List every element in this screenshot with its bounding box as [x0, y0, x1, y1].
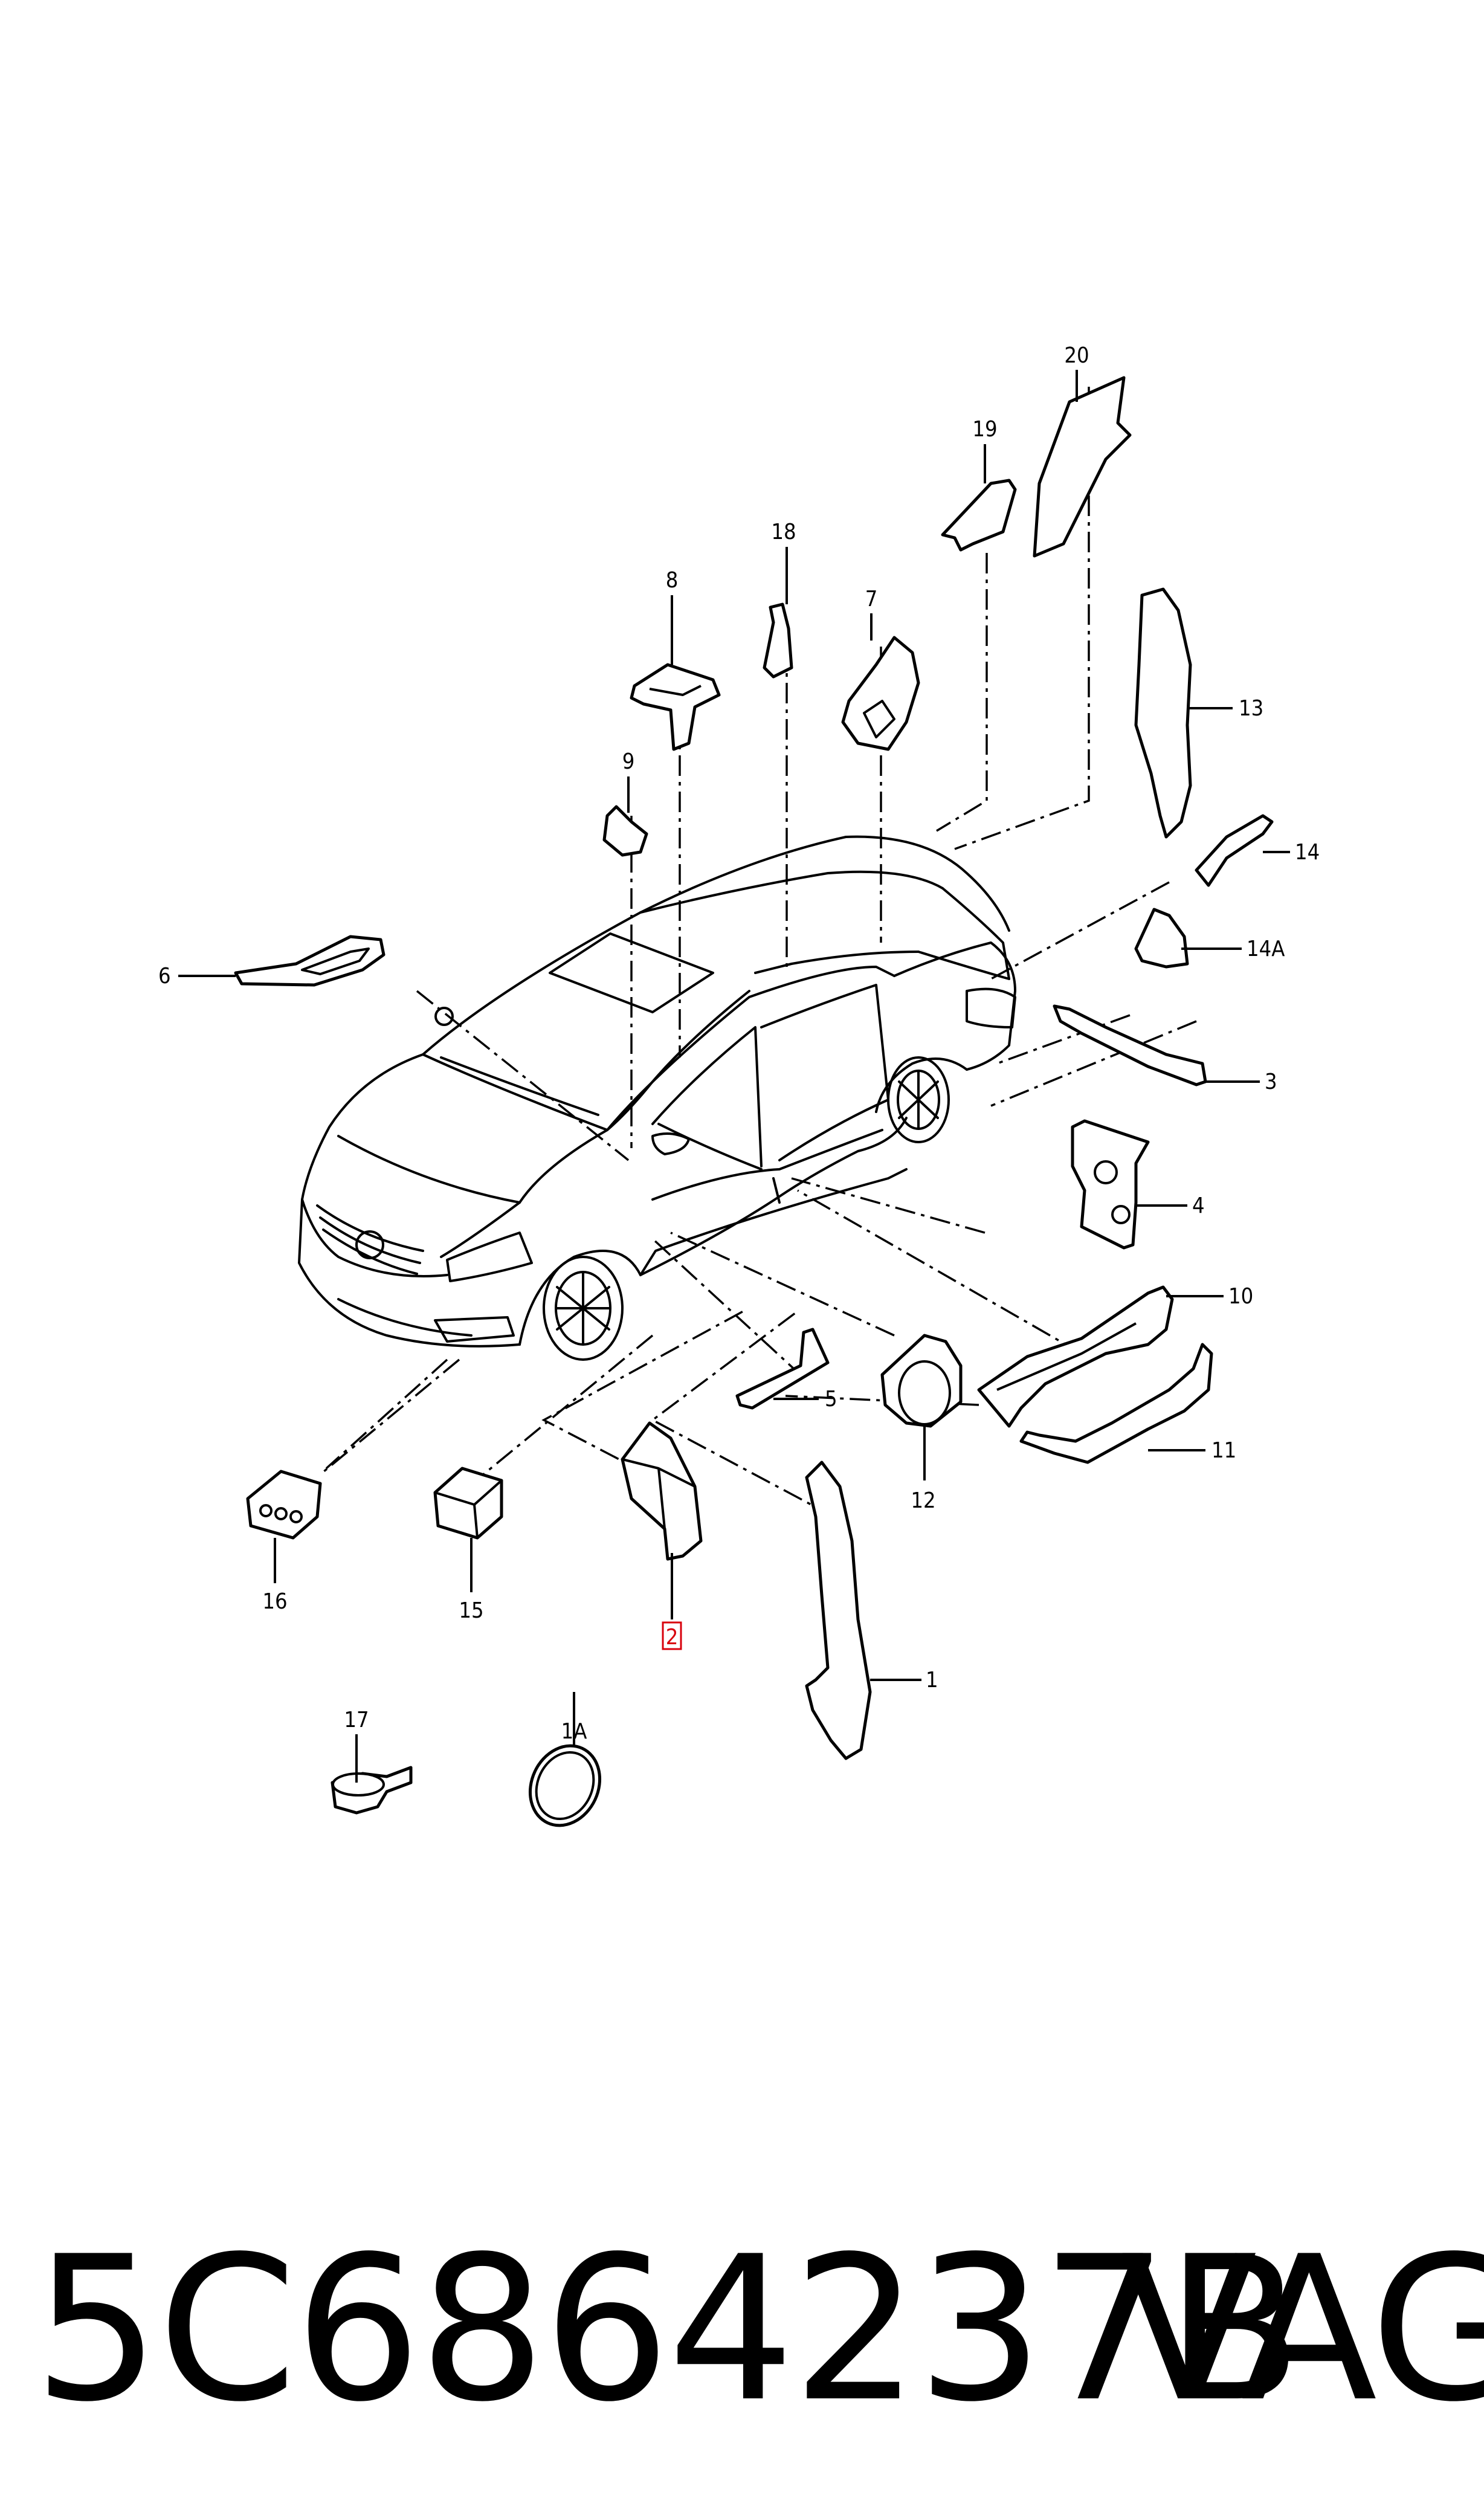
part-18[interactable]	[763, 602, 793, 679]
part-5[interactable]	[735, 1328, 830, 1410]
callout-2-highlight-box	[662, 1621, 682, 1650]
callout-17[interactable]: 17	[344, 1708, 369, 1732]
leader-lines	[178, 370, 1290, 1783]
part-17[interactable]	[331, 1766, 413, 1815]
callout-14[interactable]: 14	[1295, 840, 1320, 865]
car-illustration	[298, 835, 1016, 1361]
part-4[interactable]	[1071, 1119, 1150, 1250]
part-8[interactable]	[630, 663, 721, 751]
part-13[interactable]	[1134, 587, 1192, 839]
part-16[interactable]	[246, 1470, 322, 1540]
callout-19[interactable]: 19	[972, 417, 997, 442]
callout-14A[interactable]: 14A	[1247, 937, 1285, 961]
callout-7[interactable]: 7	[865, 587, 878, 612]
callout-3[interactable]: 3	[1265, 1070, 1277, 1094]
callout-labels: 20 19 18 8 7 9 13 14 14A 6 3 4 10 5 11 1…	[158, 343, 1320, 1744]
callout-11[interactable]: 11	[1211, 1438, 1236, 1463]
callout-15[interactable]: 15	[459, 1598, 483, 1623]
brand-caption: VAG	[1121, 2213, 1484, 2445]
part-14A[interactable]	[1134, 908, 1189, 969]
callout-16[interactable]: 16	[262, 1589, 287, 1614]
part-15[interactable]	[433, 1467, 503, 1540]
callout-10[interactable]: 10	[1228, 1284, 1253, 1309]
part-1[interactable]	[805, 1461, 872, 1760]
part-19[interactable]	[941, 479, 1017, 552]
callout-1[interactable]: 1	[926, 1668, 938, 1693]
part-20[interactable]	[1033, 376, 1132, 558]
part-9[interactable]	[602, 805, 648, 857]
part-11[interactable]	[1019, 1343, 1213, 1464]
callout-1A[interactable]: 1A	[561, 1719, 587, 1744]
callout-20[interactable]: 20	[1064, 343, 1089, 368]
part-3[interactable]	[1053, 1004, 1207, 1086]
callout-13[interactable]: 13	[1239, 696, 1263, 721]
part-12[interactable]	[880, 1334, 963, 1428]
callout-4[interactable]: 4	[1192, 1193, 1205, 1218]
part-10[interactable]	[977, 1285, 1174, 1428]
callout-18[interactable]: 18	[771, 520, 796, 544]
callout-2[interactable]: 2	[666, 1625, 679, 1650]
part-2[interactable]	[621, 1421, 703, 1561]
callout-12[interactable]: 12	[911, 1488, 935, 1513]
callout-6[interactable]: 6	[158, 964, 171, 989]
callout-5[interactable]: 5	[825, 1387, 837, 1412]
part-1A[interactable]	[517, 1734, 612, 1837]
part-number-caption: 5C6864237B	[33, 2213, 1302, 2445]
part-7[interactable]	[841, 636, 920, 751]
callout-9[interactable]: 9	[622, 749, 635, 774]
part-14[interactable]	[1195, 814, 1274, 887]
assembly-lines	[319, 387, 1197, 1518]
part-6[interactable]	[234, 935, 386, 987]
callout-8[interactable]: 8	[666, 568, 679, 593]
